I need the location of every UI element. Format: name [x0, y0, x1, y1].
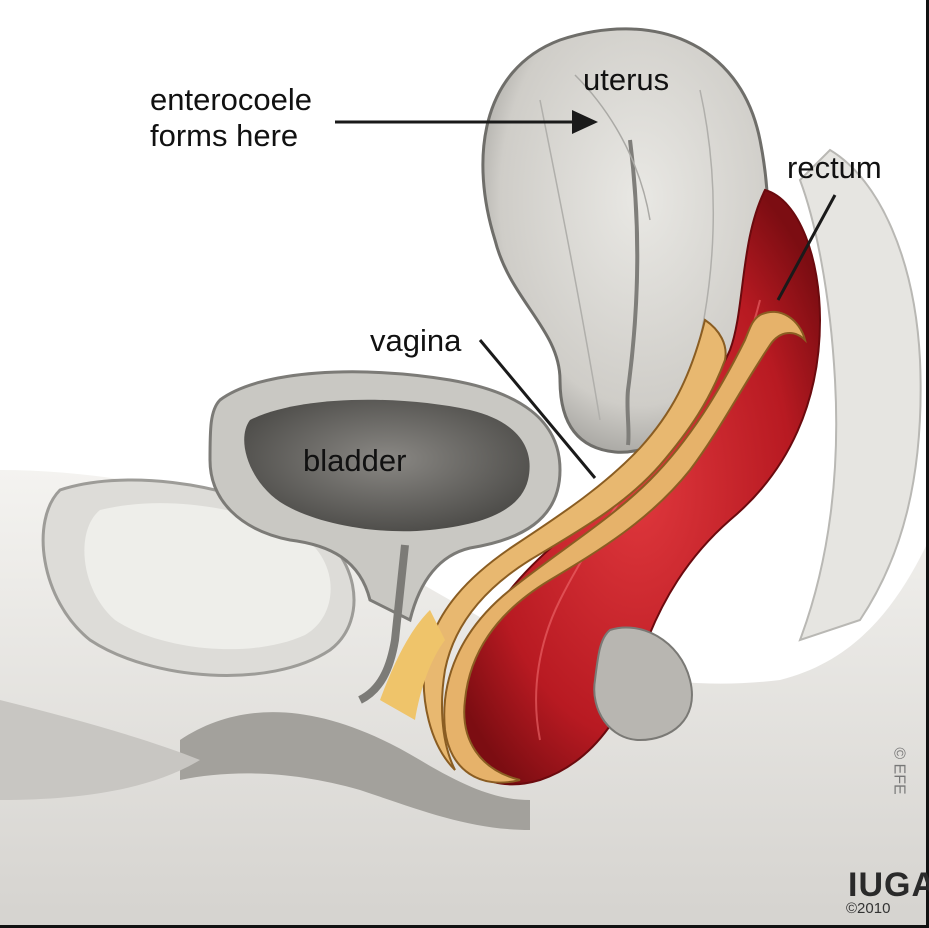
uterus-label: uterus	[583, 62, 669, 98]
vagina-label: vagina	[370, 323, 461, 359]
enterocoele-label: enterocoele forms here	[150, 82, 312, 153]
bladder-label: bladder	[303, 443, 406, 479]
enterocoele-label-line2: forms here	[150, 118, 312, 154]
copyright-year: ©2010	[846, 900, 890, 917]
rectum-label: rectum	[787, 150, 882, 186]
enterocoele-label-line1: enterocoele	[150, 82, 312, 118]
artist-signature: © EFE	[890, 747, 908, 794]
